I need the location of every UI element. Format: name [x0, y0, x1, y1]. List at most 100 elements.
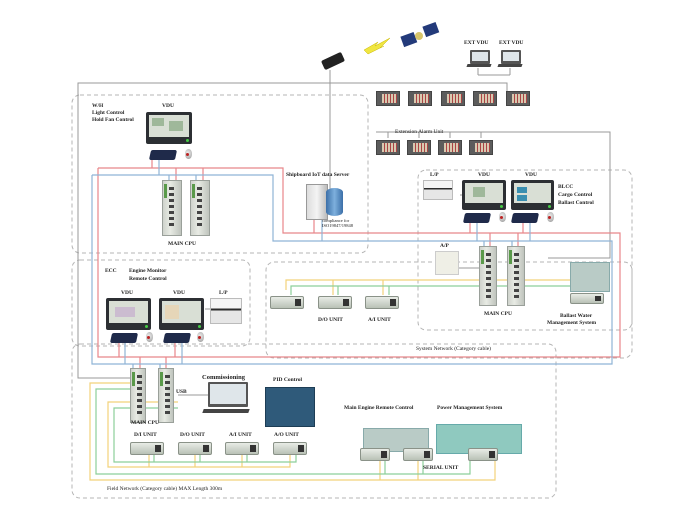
zone-ecc: [71, 259, 251, 347]
pms-label: Power Management System: [437, 405, 503, 411]
wireless-link-icon: [363, 37, 391, 55]
er-di-unit-label: D/I UNIT: [134, 432, 157, 438]
wh-vdu: [146, 112, 192, 144]
er-ai-unit-label: A/I UNIT: [229, 432, 252, 438]
iso-compliance-line-2: ISO19847/19848: [322, 223, 354, 228]
cargo-do-unit-label: D/O UNIT: [318, 317, 343, 323]
ap-label: A/P: [440, 243, 449, 249]
blcc-vdu-1: [462, 180, 506, 210]
alarm-unit: [473, 91, 497, 106]
bwms-label-1: Ballast Water: [560, 313, 593, 319]
trackball: [547, 212, 554, 222]
er-ao-unit-label: A/O UNIT: [274, 432, 299, 438]
ecc-vdu-label-1: VDU: [121, 290, 133, 296]
iot-server-label: Shipboard IoT data Server: [286, 172, 350, 178]
er-do-unit-label: D/O UNIT: [180, 432, 205, 438]
ext-vdu-label-1: EXT VDU: [464, 40, 489, 46]
cargo-ai-unit: [365, 296, 399, 309]
cargo-main-cpu-1: [479, 246, 497, 306]
er-ao-unit: [273, 442, 307, 455]
blcc-printer: [423, 180, 453, 200]
cargo-main-cpu-2: [507, 246, 525, 306]
wh-label: W/H: [92, 103, 104, 109]
er-di-unit: [130, 442, 164, 455]
laptop-base: [466, 64, 492, 67]
blcc-network-hub-2: [510, 213, 540, 223]
extension-alarm-unit-label: Extension Alarm Unit: [395, 129, 444, 135]
laptop-base: [497, 64, 523, 67]
trackball: [499, 212, 506, 222]
alarm-unit: [408, 91, 432, 106]
extension-alarm-unit: [469, 140, 493, 155]
system-network-label: System Network (Category cable): [416, 346, 491, 352]
ecc-remote-control-label: Remote Control: [129, 276, 167, 282]
satellite-icon: [400, 21, 440, 48]
trackball: [185, 149, 192, 159]
ecc-vdu-1: [106, 298, 151, 330]
cargo-ai-unit-label: A/I UNIT: [368, 317, 391, 323]
serial-unit: [468, 448, 498, 461]
er-main-cpu-1: [130, 368, 146, 423]
wh-main-cpu-2: [190, 180, 210, 236]
blcc-cargo-control-label: Cargo Control: [558, 192, 593, 198]
wh-hold-fan-label: Hold Fan Control: [92, 117, 134, 123]
blcc-vdu-label-1: VDU: [478, 172, 490, 178]
cargo-main-cpu-label: MAIN CPU: [484, 311, 512, 317]
wh-main-cpu-label: MAIN CPU: [168, 241, 196, 247]
ecc-vdu-2: [159, 298, 204, 330]
wh-light-control-label: Light Control: [92, 110, 125, 116]
ecc-network-hub-2: [162, 333, 192, 343]
serial-unit-label: SERIAL UNIT: [423, 465, 459, 471]
er-do-unit: [178, 442, 212, 455]
er-ai-unit: [225, 442, 259, 455]
er-main-cpu-2: [158, 368, 174, 423]
ecc-printer: [210, 298, 242, 324]
extension-alarm-unit: [438, 140, 462, 155]
wh-vdu-label: VDU: [162, 103, 174, 109]
ecc-vdu-label-2: VDU: [173, 290, 185, 296]
ecc-label: ECC: [105, 268, 117, 274]
ecc-printer-label: L/P: [219, 290, 228, 296]
database-icon: [326, 188, 343, 216]
field-network-green: [95, 388, 471, 475]
pid-control-label: PID Control: [273, 377, 303, 383]
alarm-printer: [435, 251, 459, 275]
bwms-label-2: Management System: [547, 320, 597, 326]
ext-vdu-label-2: EXT VDU: [499, 40, 524, 46]
merc-label: Main Engine Remote Control: [344, 405, 414, 411]
gray-bus-top: [77, 82, 508, 108]
commissioning-label: Commissioning: [202, 374, 245, 381]
ballast-water-panel: [570, 262, 610, 292]
blcc-label: BLCC: [558, 184, 574, 190]
blcc-vdu-2: [511, 180, 554, 210]
alarm-unit: [441, 91, 465, 106]
blcc-printer-label: L/P: [430, 172, 439, 178]
wh-main-cpu-1: [162, 180, 182, 236]
cargo-io-unit: [270, 296, 304, 309]
wh-network-hub: [148, 150, 178, 160]
blcc-network-hub-1: [462, 213, 492, 223]
ext-vdu-laptop-2: [501, 50, 521, 64]
extension-alarm-unit: [376, 140, 400, 155]
ecc-engine-monitor-label: Engine Monitor: [129, 268, 167, 274]
laptop-base: [202, 409, 250, 413]
system-network-blue: [91, 174, 613, 365]
field-network-label: Field Network (Category cable) MAX Lengt…: [107, 486, 223, 492]
cargo-do-unit: [318, 296, 352, 309]
zone-blcc: [417, 169, 633, 331]
iso-compliance-line-1: compliance for: [322, 218, 350, 223]
ext-vdu-laptop-1: [470, 50, 490, 64]
er-main-cpu-label: MAIN CPU: [131, 420, 159, 426]
trackball: [197, 332, 204, 342]
alarm-unit: [376, 91, 400, 106]
bwms-io-unit: [570, 293, 604, 304]
alarm-unit: [506, 91, 530, 106]
blcc-vdu-label-2: VDU: [525, 172, 537, 178]
extension-alarm-unit: [407, 140, 431, 155]
commissioning-laptop: [208, 382, 248, 407]
iot-server: [306, 184, 328, 220]
blcc-ballast-control-label: Ballast Control: [558, 200, 594, 206]
serial-unit: [360, 448, 390, 461]
usb-label: USB: [176, 389, 187, 395]
